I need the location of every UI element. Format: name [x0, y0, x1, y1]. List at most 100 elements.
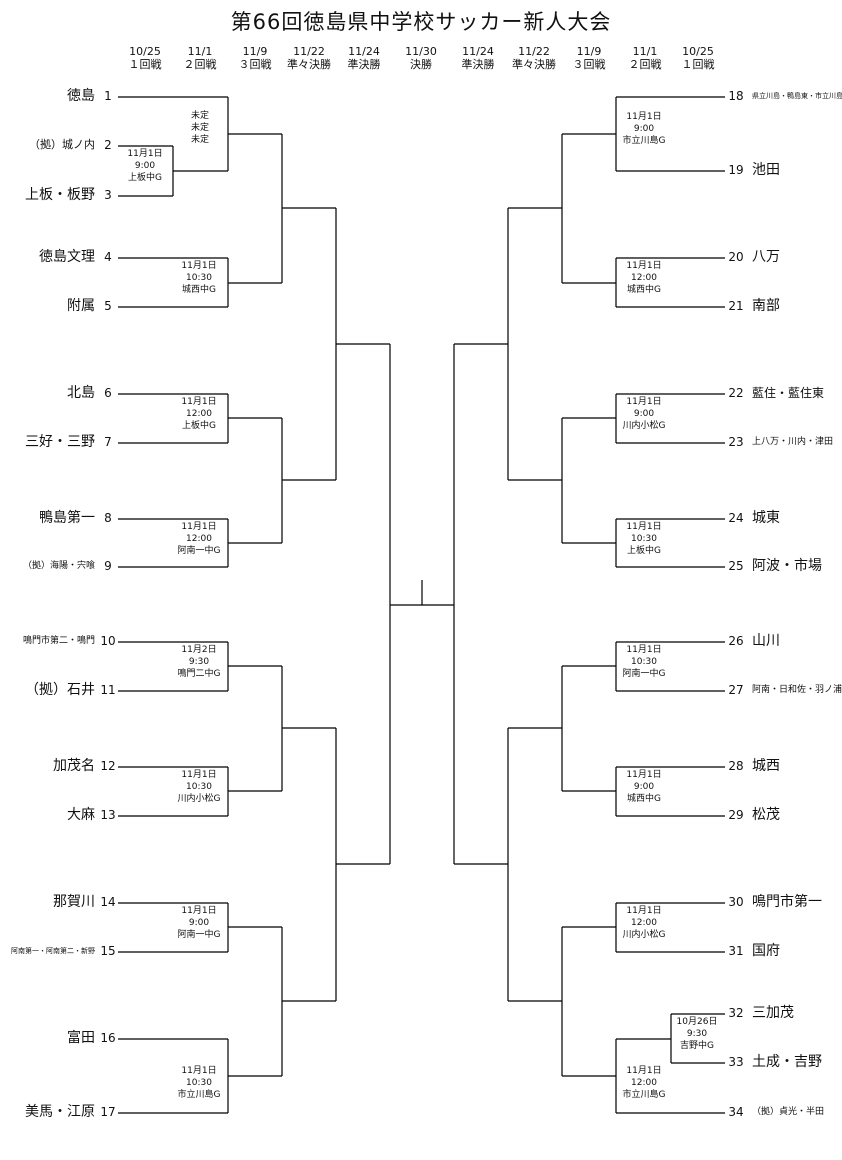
match-time: 未定 — [190, 123, 209, 133]
seed-number: 6 — [104, 386, 112, 400]
round-date: 11/9 — [576, 45, 602, 58]
team-name: 美馬・江原 — [25, 1104, 95, 1120]
match-time: 10:30 — [186, 1078, 212, 1088]
round-date: 11/24 — [462, 45, 494, 58]
team-name: 鳴門市第一 — [752, 894, 822, 910]
match-venue: 阿南一中G — [177, 546, 221, 556]
seed-number: 21 — [728, 299, 744, 313]
match-date: 11月1日 — [626, 522, 662, 532]
match-time: 12:00 — [631, 918, 657, 928]
round-date: 11/22 — [518, 45, 550, 58]
match-date: 11月1日 — [181, 261, 217, 271]
team-name: 大麻 — [67, 807, 95, 823]
match-venue: 上板中G — [627, 546, 661, 556]
match-venue: 川内小松G — [622, 930, 666, 940]
round-date: 11/30 — [405, 45, 437, 58]
seed-number: 3 — [104, 188, 112, 202]
match-time: 12:00 — [631, 273, 657, 283]
seed-number: 32 — [728, 1006, 744, 1020]
match-venue: 城西中G — [182, 285, 216, 295]
seed-number: 1 — [104, 89, 112, 103]
match-time: 10:30 — [631, 657, 657, 667]
team-name: 国府 — [752, 943, 780, 959]
team-name: 阿波・市場 — [752, 558, 822, 574]
seed-number: 26 — [728, 634, 744, 648]
match-venue: 川内小松G — [622, 421, 666, 431]
round-name: １回戦 — [128, 58, 162, 71]
team-name: （拠）貞光・半田 — [752, 1107, 825, 1117]
team-name: 那賀川 — [53, 894, 95, 910]
round-date: 11/1 — [632, 45, 658, 58]
match-venue: 市立川島G — [622, 1090, 666, 1100]
team-name: 南部 — [752, 298, 780, 314]
match-date: 11月1日 — [626, 770, 662, 780]
team-name: 三加茂 — [752, 1005, 794, 1021]
match-venue: 城西中G — [627, 794, 661, 804]
match-venue: 吉野中G — [680, 1041, 714, 1051]
match-date: 11月2日 — [181, 645, 217, 655]
round-date: 11/9 — [242, 45, 268, 58]
team-name: 八万 — [752, 249, 780, 265]
seed-number: 27 — [728, 683, 744, 697]
match-time: 12:00 — [186, 534, 212, 544]
seed-number: 12 — [100, 759, 116, 773]
seed-number: 13 — [100, 808, 116, 822]
seed-number: 20 — [728, 250, 744, 264]
round-name: 準々決勝 — [287, 58, 331, 71]
round-date: 10/25 — [129, 45, 161, 58]
match-time: 9:30 — [686, 1029, 708, 1039]
match-date: 11月1日 — [626, 397, 662, 407]
team-name: 土成・吉野 — [752, 1054, 822, 1070]
seed-number: 19 — [728, 163, 744, 177]
match-venue: 阿南一中G — [622, 669, 666, 679]
match-venue: 鳴門二中G — [177, 669, 221, 679]
round-name: ２回戦 — [183, 58, 217, 71]
seed-number: 8 — [104, 511, 112, 525]
team-name: 県立川島・鴨島東・市立川島 — [752, 92, 842, 100]
match-time: 12:00 — [631, 1078, 657, 1088]
seed-number: 7 — [104, 435, 112, 449]
seed-number: 10 — [100, 634, 116, 648]
match-venue: 未定 — [190, 135, 209, 145]
team-name: 加茂名 — [53, 758, 95, 774]
seed-number: 33 — [728, 1055, 744, 1069]
round-date: 11/22 — [293, 45, 325, 58]
seed-number: 30 — [728, 895, 744, 909]
match-venue: 川内小松G — [177, 794, 221, 804]
match-time: 10:30 — [186, 782, 212, 792]
team-name: 藍住・藍住東 — [752, 386, 825, 400]
match-venue: 市立川島G — [177, 1090, 221, 1100]
team-name: （拠）城ノ内 — [29, 138, 95, 151]
seed-number: 34 — [728, 1105, 744, 1119]
match-time: 9:00 — [134, 161, 156, 171]
seed-number: 28 — [728, 759, 744, 773]
team-name: 上八万・川内・津田 — [752, 437, 834, 447]
team-name: （拠）海陽・宍喰 — [22, 561, 95, 571]
match-venue: 市立川島G — [622, 136, 666, 146]
team-name: 城西 — [752, 758, 780, 774]
match-time: 10:30 — [631, 534, 657, 544]
team-name: 徳島文理 — [39, 249, 95, 265]
round-name: 準決勝 — [347, 58, 381, 71]
seed-number: 25 — [728, 559, 744, 573]
round-name: 準決勝 — [461, 58, 495, 71]
seed-number: 4 — [104, 250, 112, 264]
seed-number: 2 — [104, 138, 112, 152]
